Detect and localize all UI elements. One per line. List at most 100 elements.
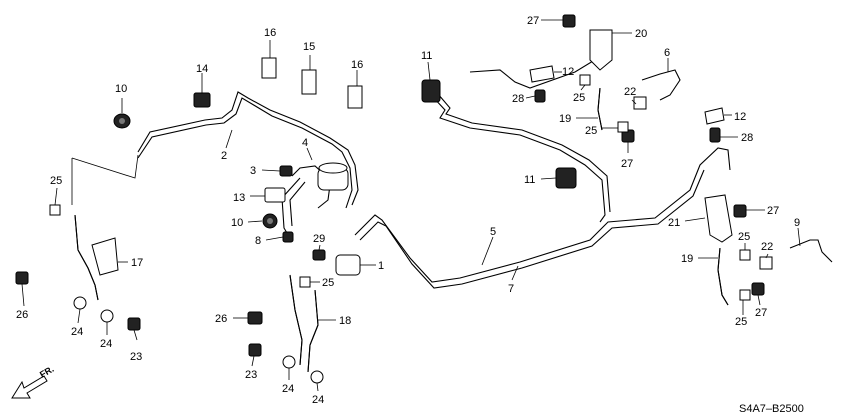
clip-12-upper bbox=[529, 65, 555, 83]
callout-28a: 28 bbox=[512, 93, 524, 105]
clamp-16-left bbox=[261, 57, 277, 79]
leader-9 bbox=[797, 227, 801, 247]
callout-12a: 12 bbox=[562, 66, 574, 78]
callout-27c: 27 bbox=[767, 205, 779, 217]
leader-3 bbox=[261, 169, 281, 172]
brake-line-left bbox=[71, 154, 139, 179]
plate-22-lower bbox=[759, 256, 773, 270]
callout-7: 7 bbox=[508, 283, 514, 295]
washer-24-c bbox=[282, 355, 296, 369]
bolt-28-right bbox=[709, 127, 721, 143]
leader-28a bbox=[525, 95, 536, 99]
callout-14: 14 bbox=[196, 63, 208, 75]
callout-26b: 26 bbox=[215, 313, 227, 325]
bolt-28-left bbox=[534, 89, 546, 103]
brake-hose-19-lower-inner bbox=[717, 247, 729, 306]
leader-4 bbox=[306, 147, 313, 161]
callout-11a: 11 bbox=[421, 50, 432, 62]
junction-11-lower bbox=[555, 167, 577, 189]
bolt-8 bbox=[282, 231, 294, 243]
callout-25c: 25 bbox=[573, 92, 585, 104]
clip-25-mid bbox=[617, 121, 629, 133]
brake-hose-18b-inner bbox=[307, 289, 319, 373]
brake-pipe-7 bbox=[359, 169, 705, 289]
plate-22-upper bbox=[633, 96, 647, 110]
leader-8 bbox=[265, 236, 284, 241]
callout-25f: 25 bbox=[735, 316, 747, 328]
leader-22b bbox=[765, 253, 769, 259]
leader-11a bbox=[427, 61, 431, 81]
callout-15: 15 bbox=[303, 41, 315, 53]
callout-16b: 16 bbox=[351, 59, 363, 71]
leader-11b bbox=[540, 177, 557, 180]
callout-5: 5 bbox=[490, 226, 496, 238]
callout-3: 3 bbox=[250, 165, 256, 177]
clip-25-lower bbox=[739, 289, 751, 301]
brake-hose-19-upper-inner bbox=[597, 87, 603, 131]
leader-29 bbox=[318, 244, 321, 251]
valve-1 bbox=[335, 254, 361, 276]
bolt-23-left bbox=[127, 317, 141, 331]
leader-24a bbox=[77, 308, 81, 324]
callout-8: 8 bbox=[255, 235, 261, 247]
callout-21: 21 bbox=[668, 217, 680, 229]
block-13 bbox=[264, 187, 286, 203]
bolt-27-top bbox=[562, 14, 576, 28]
brake-pipe-2 bbox=[137, 91, 359, 206]
callout-24a: 24 bbox=[71, 326, 83, 338]
callout-22b: 22 bbox=[761, 241, 773, 253]
callout-11b: 11 bbox=[524, 174, 535, 186]
leader-27d bbox=[757, 294, 761, 306]
grommet-10-upper-hole bbox=[119, 118, 125, 124]
bracket-17 bbox=[91, 237, 119, 276]
callout-25d: 25 bbox=[585, 125, 597, 137]
callout-19a: 19 bbox=[559, 113, 571, 125]
clip-12-lower bbox=[704, 107, 725, 125]
bracket-20 bbox=[589, 29, 613, 71]
bolt-29 bbox=[312, 249, 326, 261]
grommet-10-lower-hole bbox=[267, 218, 273, 224]
bolt-3 bbox=[279, 165, 293, 177]
clip-25-left bbox=[49, 204, 61, 216]
bolt-27-lower bbox=[751, 282, 765, 296]
brake-pipe-2-parallel bbox=[137, 97, 353, 209]
washer-24-b bbox=[100, 309, 114, 323]
callout-23a: 23 bbox=[130, 351, 142, 363]
leader-23a bbox=[133, 329, 138, 341]
callout-2: 2 bbox=[221, 150, 227, 162]
callout-27d: 27 bbox=[755, 307, 767, 319]
leader-10b bbox=[247, 220, 263, 223]
callout-24c: 24 bbox=[282, 383, 294, 395]
callout-20: 20 bbox=[635, 28, 647, 40]
callout-24d: 24 bbox=[312, 394, 324, 406]
brake-hose-18a-inner bbox=[289, 274, 303, 366]
callout-9: 9 bbox=[794, 217, 800, 229]
clamp-15 bbox=[301, 69, 317, 95]
callout-6: 6 bbox=[664, 47, 670, 59]
callout-4: 4 bbox=[302, 137, 308, 149]
callout-26a: 26 bbox=[16, 309, 28, 321]
callout-25b: 25 bbox=[322, 277, 334, 289]
callout-1: 1 bbox=[378, 260, 384, 272]
bolt-26-center bbox=[247, 311, 263, 325]
leader-7 bbox=[511, 265, 519, 281]
callout-28b: 28 bbox=[741, 132, 753, 144]
brake-pipe-short-4b bbox=[289, 181, 306, 227]
callout-22a: 22 bbox=[624, 86, 636, 98]
brake-pipe-upper-b bbox=[437, 93, 611, 213]
callout-16a: 16 bbox=[264, 27, 276, 39]
clip-25-center bbox=[299, 276, 311, 288]
callout-13: 13 bbox=[233, 192, 245, 204]
callout-10b: 10 bbox=[231, 217, 243, 229]
direction-label: FR. bbox=[38, 364, 56, 380]
clip-14 bbox=[193, 92, 211, 108]
brake-pipe-5 bbox=[354, 147, 731, 283]
brake-pipe-9 bbox=[789, 239, 833, 263]
leader-22a bbox=[631, 99, 637, 105]
brake-hose-17-inner bbox=[74, 214, 99, 301]
leader-24d bbox=[316, 382, 319, 392]
bolt-23-center bbox=[248, 343, 262, 357]
leader-25c bbox=[580, 84, 586, 91]
callout-29: 29 bbox=[313, 233, 325, 245]
